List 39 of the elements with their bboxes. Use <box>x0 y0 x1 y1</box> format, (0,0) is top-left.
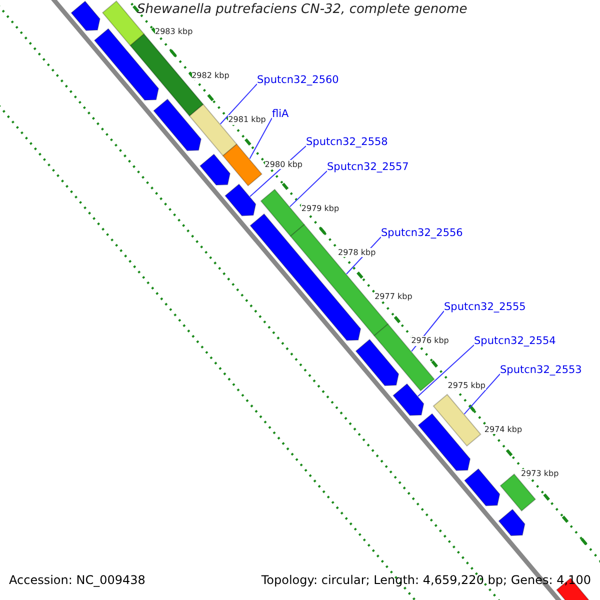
gene-feature <box>392 383 424 416</box>
scale-label: 2979 kbp <box>301 204 340 213</box>
gene-label: Sputcn32_2555 <box>444 301 526 314</box>
genome-info-text: Topology: circular; Length: 4,659,220 bp; Genes: 4,100 <box>261 574 591 588</box>
gene-feature <box>355 338 400 386</box>
gene-feature <box>498 508 526 536</box>
gene-feature <box>199 154 231 186</box>
gene-feature <box>224 184 256 216</box>
gene-segment <box>374 323 435 392</box>
title: Shewanella putrefaciens CN-32, complete genome <box>137 3 468 18</box>
gene-feature <box>153 98 202 152</box>
scale-label: 2974 kbp <box>484 424 522 434</box>
scale-label: 2975 kbp <box>448 380 486 390</box>
gene-segment <box>222 144 262 186</box>
scale-label: 2981 kbp <box>228 115 266 125</box>
gene-label: Sputcn32_2553 <box>500 364 582 376</box>
gene-feature <box>464 468 500 506</box>
gene-label: Sputcn32_2554 <box>474 335 556 348</box>
scale-label: 2976 kbp <box>411 336 449 346</box>
gene-label: fliA <box>272 108 289 120</box>
gene-label: Sputcn32_2560 <box>257 74 339 86</box>
scale-label: 2983 kbp <box>155 27 193 36</box>
leader-line <box>289 170 328 208</box>
scale-label: 2973 kbp <box>521 469 559 478</box>
leader-line <box>464 374 500 415</box>
accession-text: Accession: NC_009438 <box>9 574 146 588</box>
leader-line <box>249 118 272 160</box>
scale-label: 2980 kbp <box>264 160 302 169</box>
gene-label: Sputcn32_2558 <box>306 136 388 148</box>
gene-label: Sputcn32_2557 <box>327 161 409 174</box>
scale-label: 2977 kbp <box>374 292 412 302</box>
gene-feature <box>418 413 471 471</box>
gene-feature <box>250 213 362 341</box>
scale-label: 2978 kbp <box>338 248 376 258</box>
scale-label: 2982 kbp <box>192 71 230 80</box>
gene-segment <box>432 394 482 447</box>
leader-line <box>220 84 258 124</box>
gene-label: Sputcn32_2556 <box>381 227 463 240</box>
leader-line <box>418 344 474 397</box>
